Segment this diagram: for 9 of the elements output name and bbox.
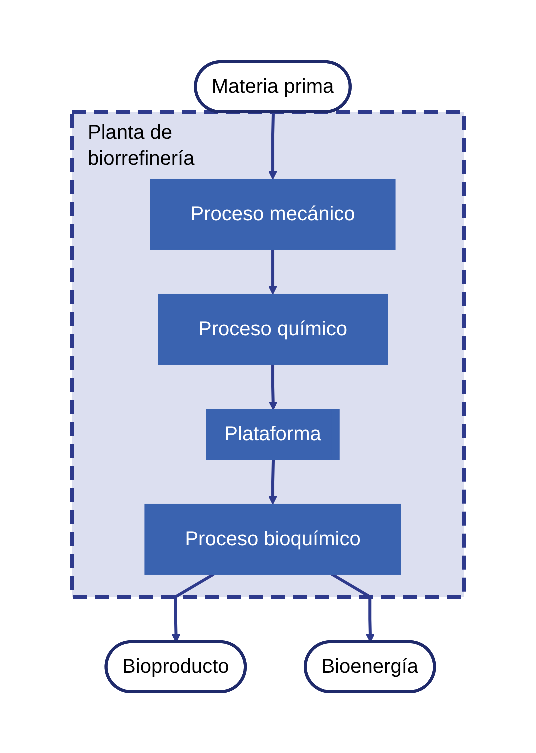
arrow [268, 459, 278, 504]
arrow [331, 572, 375, 642]
arrow [268, 249, 278, 294]
arrow [172, 572, 215, 642]
node-box: Proceso químico [158, 294, 388, 364]
node-box: Proceso mecánico [150, 178, 396, 250]
arrow [268, 364, 278, 410]
node-box: Proceso bioquímico [144, 504, 402, 574]
arrow [268, 112, 278, 180]
